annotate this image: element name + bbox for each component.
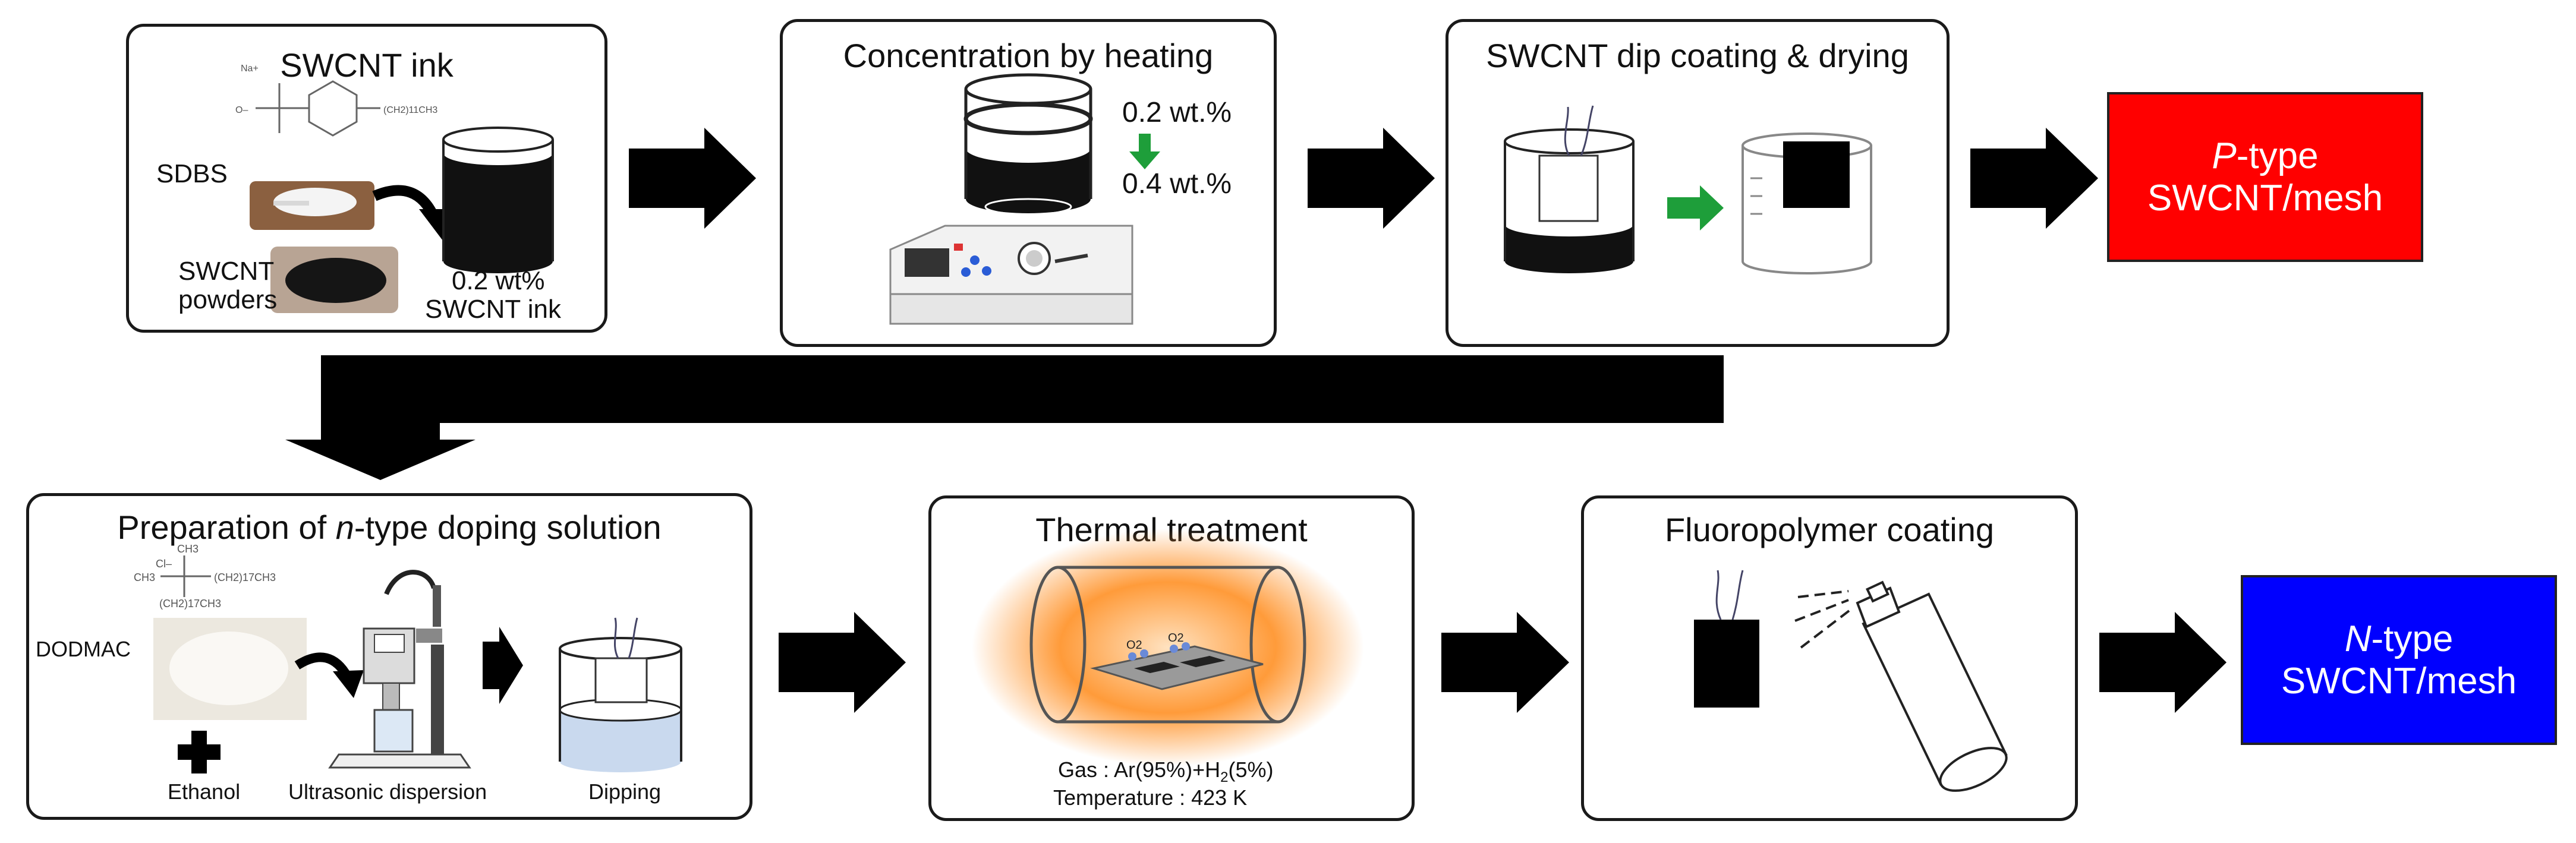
green-down-arrow [1129, 134, 1160, 169]
connector-arrow [285, 355, 1724, 480]
swcnt-powders-label-1: SWCNT [178, 257, 275, 286]
curved-arrow [372, 185, 439, 220]
ultrasonic-device [328, 570, 471, 769]
flow-arrow-3 [1970, 128, 2098, 229]
step-doping-solution-title: Preparation of n-type doping solution [117, 509, 662, 546]
svg-text:Cl–: Cl– [156, 558, 172, 570]
p-type-label: P-type [2212, 135, 2319, 176]
plus-horizontal [178, 744, 221, 760]
flow-arrow-2 [1308, 128, 1435, 229]
svg-text:Na+: Na+ [241, 64, 259, 74]
flow-arrow-1 [629, 128, 756, 229]
step-fluoropolymer-title: Fluoropolymer coating [1664, 511, 1995, 548]
svg-text:(CH2)11CH3: (CH2)11CH3 [383, 105, 437, 115]
ultrasonic-label: Ultrasonic dispersion [288, 779, 487, 804]
sdbs-label: SDBS [156, 159, 228, 188]
ethanol-label: Ethanol [168, 779, 241, 804]
n-type-label: N-type [2344, 618, 2454, 659]
coated-mesh [1694, 570, 1759, 708]
green-right-arrow [1667, 185, 1724, 231]
svg-text:O2: O2 [1168, 632, 1184, 645]
svg-text:CH3: CH3 [177, 543, 199, 555]
sample-left [1134, 662, 1180, 673]
step-swcnt-ink-title: SWCNT ink [280, 46, 454, 84]
swcnt-powders-label-2: powders [178, 285, 278, 314]
swcnt-ink-beaker [442, 127, 554, 273]
step-dip-coating-title: SWCNT dip coating & drying [1486, 37, 1909, 74]
heating-beaker [963, 73, 1093, 216]
sample-right [1180, 656, 1226, 667]
temperature-label: Temperature : 423 K [1053, 785, 1248, 810]
concentration-from-label: 0.2 wt.% [1122, 97, 1232, 128]
flow-arrow-6 [2099, 612, 2227, 713]
spray-lines [1794, 590, 1853, 649]
furnace-glow [972, 529, 1364, 766]
flow-arrow-4 [779, 612, 906, 713]
concentration-to-label: 0.4 wt.% [1122, 168, 1232, 200]
flow-arrow-small [483, 627, 523, 704]
n-type-output-box: N-type SWCNT/mesh [2241, 575, 2557, 745]
ink-name-label: SWCNT ink [425, 295, 561, 324]
n-type-mesh-label: SWCNT/mesh [2281, 661, 2517, 702]
tube-furnace [1029, 566, 1306, 724]
svg-text:O–: O– [235, 105, 248, 115]
dipping-label: Dipping [588, 779, 662, 804]
p-type-output-box: P-type SWCNT/mesh [2107, 92, 2423, 262]
svg-text:CH3: CH3 [134, 572, 155, 583]
dip-beaker [1504, 105, 1635, 273]
dodmac-molecule [160, 555, 211, 597]
dipping-beaker [559, 617, 682, 772]
p-type-mesh-label: SWCNT/mesh [2147, 178, 2383, 219]
svg-text:(CH2)17CH3: (CH2)17CH3 [214, 572, 276, 583]
svg-text:(CH2)17CH3: (CH2)17CH3 [159, 598, 221, 610]
step-concentration-title: Concentration by heating [843, 37, 1214, 74]
spray-can [1856, 580, 2008, 792]
step-dip-coating-box: SWCNT dip coating & drying [1446, 19, 1950, 347]
drying-beaker [1742, 132, 1872, 274]
svg-text:O2: O2 [1126, 639, 1142, 652]
dodmac-label: DODMAC [36, 637, 131, 661]
sample-holder [1090, 645, 1264, 690]
gas-label: Gas : Ar(95%)+H2(5%) [1058, 757, 1274, 786]
ink-concentration-label: 0.2 wt% [452, 266, 545, 295]
hot-plate [889, 225, 1133, 325]
sdbs-molecule [256, 80, 380, 137]
flow-arrow-5 [1441, 612, 1569, 713]
